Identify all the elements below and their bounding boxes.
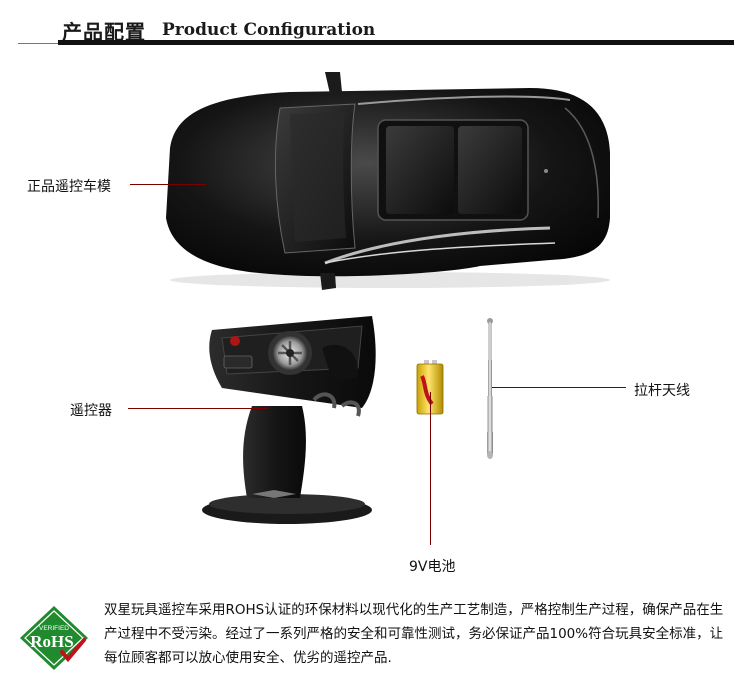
rohs-verified-badge: VERIFIED RoHS [20, 606, 88, 670]
leader-line-battery [430, 392, 431, 545]
section-title-english: Product Configuration [162, 20, 376, 40]
footer-certification: VERIFIED RoHS 双星玩具遥控车采用ROHS认证的环保材料以现代化的生… [0, 590, 750, 690]
header-rule-thin [18, 43, 58, 44]
footer-description: 双星玩具遥控车采用ROHS认证的环保材料以现代化的生产工艺制造，严格控制生产过程… [104, 602, 724, 666]
label-rc-car: 正品遥控车模 [27, 179, 111, 195]
label-antenna: 拉杆天线 [634, 383, 690, 399]
rohs-badge-top-text: VERIFIED [39, 625, 69, 632]
leader-line-remote [128, 408, 268, 409]
remote-controller-photo [202, 316, 376, 524]
header-rule-thick [58, 40, 734, 45]
telescopic-antenna-photo [487, 318, 493, 459]
label-9v-battery: 9V电池 [409, 559, 456, 575]
leader-line-car [130, 184, 206, 185]
rc-car-photo [166, 72, 610, 290]
rohs-badge-main-text: RoHS [30, 632, 73, 651]
label-remote-controller: 遥控器 [70, 403, 112, 419]
leader-line-antenna [492, 387, 626, 388]
section-header: 产品配置 Product Configuration [18, 10, 734, 46]
